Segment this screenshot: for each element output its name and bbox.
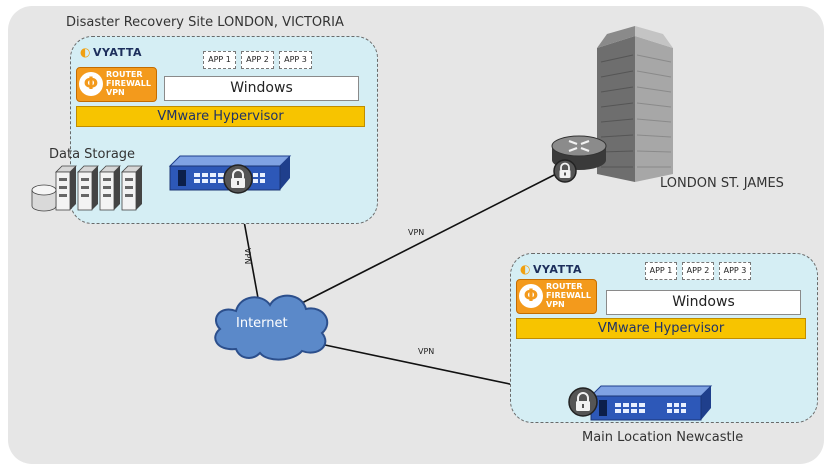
branch-lock-icon <box>553 159 577 183</box>
vpn-label-internet-main: VPN <box>418 347 435 356</box>
main-site-title: Main Location Newcastle <box>582 430 744 445</box>
dr-app-2: APP 2 <box>241 51 274 69</box>
dr-app-1: APP 1 <box>203 51 236 69</box>
office-building <box>597 26 673 182</box>
main-lock-icon <box>568 387 598 417</box>
internet-label: Internet <box>236 316 288 331</box>
main-network-appliance <box>589 385 713 421</box>
dr-lock-icon <box>223 164 253 194</box>
dr-router-line: ROUTER <box>106 70 143 79</box>
lock-icon <box>553 159 577 183</box>
dr-hypervisor-layer: VMware Hypervisor <box>76 106 365 127</box>
dr-app-3: APP 3 <box>279 51 312 69</box>
vpn-label-internet-branch: VPN <box>408 228 425 237</box>
dr-windows-layer: Windows <box>164 76 359 101</box>
dr-site-title: Disaster Recovery Site LONDON, VICTORIA <box>66 15 344 30</box>
server-rack-icon <box>55 165 143 211</box>
dr-vyatta-brand: VYATTA <box>92 46 142 59</box>
main-app-3: APP 3 <box>719 262 751 280</box>
dr-router-firewall-vpn: Φ ROUTER FIREWALL VPN <box>76 67 157 102</box>
lock-icon <box>223 164 253 194</box>
internet-cloud <box>214 294 329 361</box>
firewall-badge-icon: Φ <box>79 72 103 96</box>
main-router-line: ROUTER <box>546 282 583 291</box>
internet-cloud-icon <box>214 294 329 361</box>
lock-icon <box>568 387 598 417</box>
network-appliance-icon <box>589 385 713 421</box>
vpn-link-internet-branch <box>291 171 561 309</box>
dr-firewall-line: FIREWALL <box>106 79 151 88</box>
main-app-2: APP 2 <box>682 262 714 280</box>
office-building-icon <box>597 26 673 182</box>
data-storage-group <box>31 165 143 212</box>
main-router-firewall-vpn: Φ ROUTER FIREWALL VPN <box>516 279 597 314</box>
vyatta-logo-icon: ◐ <box>520 262 531 276</box>
main-vyatta-logo: ◐VYATTA <box>520 262 582 276</box>
branch-title: LONDON ST. JAMES <box>660 176 784 191</box>
main-vyatta-brand: VYATTA <box>532 263 582 276</box>
main-hypervisor-layer: VMware Hypervisor <box>516 318 806 339</box>
main-app-1: APP 1 <box>645 262 677 280</box>
dr-vpn-line: VPN <box>106 88 125 97</box>
data-storage-label: Data Storage <box>49 147 136 162</box>
database-icon <box>31 184 57 212</box>
main-windows-layer: Windows <box>606 290 801 315</box>
firewall-badge-icon: Φ <box>519 284 543 308</box>
vyatta-logo-icon: ◐ <box>80 45 91 59</box>
main-firewall-line: FIREWALL <box>546 291 591 300</box>
vpn-label-dr-internet: VPN <box>243 248 252 265</box>
dr-vyatta-logo: ◐VYATTA <box>80 45 142 59</box>
main-vpn-line: VPN <box>546 300 565 309</box>
